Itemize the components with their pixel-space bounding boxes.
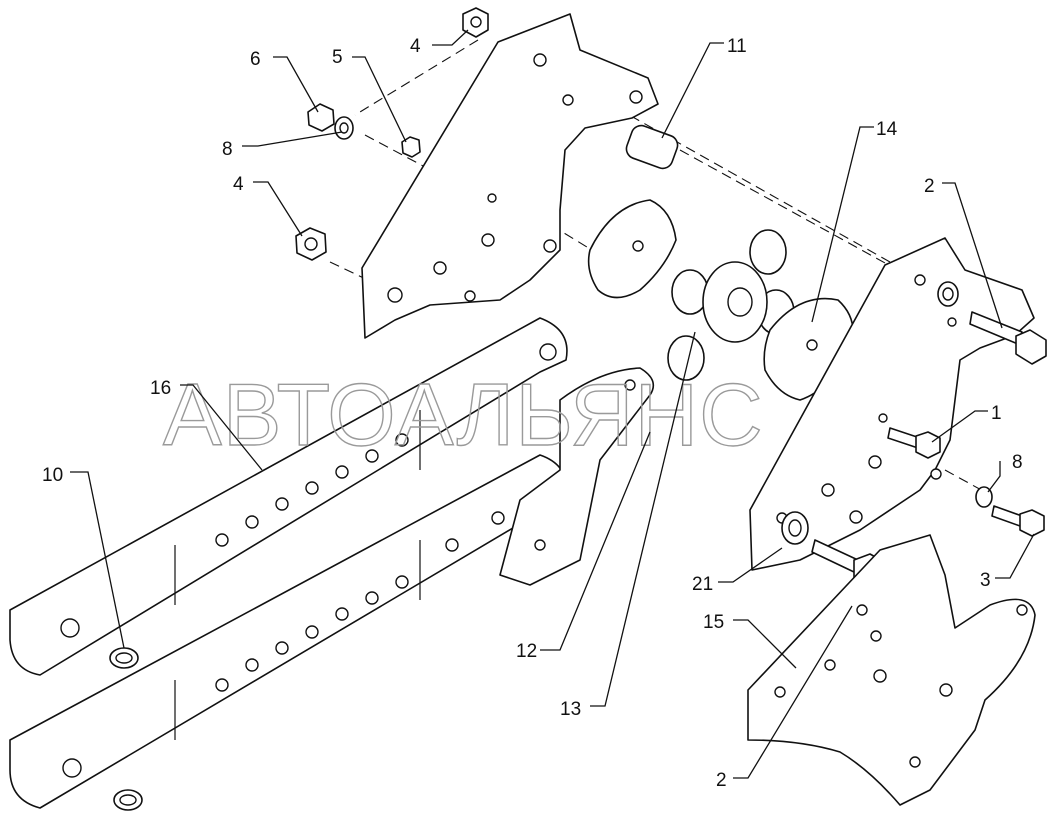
callout-11: 11 — [727, 36, 747, 57]
spacer-11 — [625, 124, 679, 170]
right-bolts-and-washers — [781, 281, 1047, 589]
callout-labels: 4 6 5 8 4 11 14 2 16 10 1 8 21 3 15 12 1… — [42, 36, 1023, 791]
callout-4-top: 4 — [410, 36, 421, 57]
callout-10: 10 — [42, 465, 63, 486]
star-disc-left — [587, 199, 677, 299]
callout-13: 13 — [560, 699, 581, 720]
callout-3: 3 — [980, 570, 991, 591]
main-bracket-plate — [361, 13, 659, 339]
callout-15: 15 — [703, 612, 724, 633]
callout-8-right: 8 — [1012, 452, 1023, 473]
callout-1: 1 — [991, 403, 1002, 424]
callout-14: 14 — [876, 119, 898, 140]
callout-8-left: 8 — [222, 139, 233, 160]
callout-6: 6 — [250, 49, 261, 70]
bushing-parts — [109, 647, 143, 811]
fastener-parts-left — [295, 7, 489, 261]
lower-link-arm-upper — [9, 317, 568, 676]
callout-2-top: 2 — [924, 176, 935, 197]
watermark-text: АВТОАЛЬЯНС — [163, 365, 764, 464]
callout-5: 5 — [332, 47, 343, 68]
lower-right-plate — [747, 534, 1036, 806]
callout-16: 16 — [150, 378, 171, 399]
callout-leaders — [70, 29, 1035, 779]
callout-21: 21 — [692, 574, 713, 595]
callout-2-bottom: 2 — [716, 770, 727, 791]
hook-plate — [499, 367, 655, 586]
callout-4-left: 4 — [233, 174, 244, 195]
callout-12: 12 — [516, 641, 537, 662]
